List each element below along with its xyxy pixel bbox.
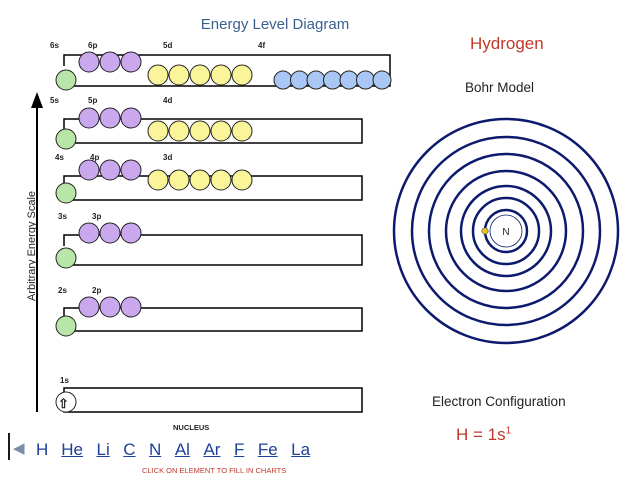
label-4d: 4d — [163, 96, 173, 105]
formula-exponent: 1 — [505, 425, 512, 437]
label-5p: 5p — [88, 96, 98, 105]
orbital-4f-1 — [273, 70, 293, 90]
bohr-model: N — [392, 117, 620, 345]
label-2p: 2p — [92, 286, 102, 295]
element-link-h[interactable]: H — [36, 440, 49, 459]
element-link-fe[interactable]: Fe — [257, 440, 278, 459]
orbital-6p-1 — [78, 51, 100, 73]
label-6p: 6p — [88, 41, 98, 50]
label-5d: 5d — [163, 41, 173, 50]
orbital-2p-3 — [120, 296, 142, 318]
orbital-5d-2 — [168, 64, 190, 86]
diagram-title: Energy Level Diagram — [200, 16, 350, 33]
bohr-shell-7 — [392, 117, 620, 345]
orbital-3p-1 — [78, 222, 100, 244]
orbital-3d-2 — [168, 169, 190, 191]
orbital-2p-1 — [78, 296, 100, 318]
label-4f: 4f — [258, 41, 266, 50]
orbital-4f-5 — [339, 70, 359, 90]
level-1-bracket — [63, 387, 363, 413]
orbital-6p-2 — [99, 51, 121, 73]
label-3p: 3p — [92, 212, 102, 221]
electron-up-arrow-icon: ⇧ — [58, 396, 69, 411]
bohr-nucleus-label: N — [502, 227, 509, 238]
orbital-5d-1 — [147, 64, 169, 86]
orbital-4p-1 — [78, 159, 100, 181]
element-link-li[interactable]: Li — [96, 440, 110, 459]
orbital-4f-6 — [356, 70, 375, 90]
bohr-shell-6 — [410, 135, 602, 327]
bohr-shell-4 — [444, 169, 568, 293]
bohr-shell-2 — [471, 196, 541, 266]
orbital-5p-2 — [99, 107, 121, 129]
label-1s: 1s — [60, 376, 69, 385]
orbital-6s-1 — [55, 69, 77, 91]
bohr-model-title: Bohr Model — [465, 80, 535, 95]
orbital-4d-3 — [189, 120, 211, 142]
orbital-4d-1 — [147, 120, 169, 142]
orbital-4p-3 — [120, 159, 142, 181]
nav-bar-icon[interactable] — [8, 433, 10, 460]
orbital-4s-1 — [55, 182, 77, 204]
label-5s: 5s — [50, 96, 59, 105]
electron-config-title: Electron Configuration — [432, 394, 566, 409]
orbital-5s-1 — [55, 128, 77, 150]
label-4p: 4p — [90, 153, 100, 162]
bohr-shell-5 — [427, 152, 585, 310]
orbital-group — [55, 51, 392, 413]
previous-arrow-icon[interactable]: ◀ — [13, 440, 25, 457]
orbital-3p-3 — [120, 222, 142, 244]
orbital-4f-7 — [372, 70, 392, 90]
element-link-al[interactable]: Al — [174, 440, 190, 459]
element-link-f[interactable]: F — [233, 440, 245, 459]
orbital-3p-2 — [99, 222, 121, 244]
orbital-3d-4 — [210, 169, 232, 191]
orbital-4f-2 — [290, 70, 309, 90]
bohr-nucleus — [489, 214, 523, 248]
element-link-ar[interactable]: Ar — [203, 440, 221, 459]
orbital-5p-1 — [78, 107, 100, 129]
orbital-3s-1 — [55, 247, 77, 269]
orbital-4f-3 — [306, 70, 326, 90]
orbital-3d-5 — [231, 169, 253, 191]
orbital-2s-1 — [55, 315, 77, 337]
energy-axis-arrowhead — [31, 92, 43, 108]
bohr-electron — [481, 227, 489, 235]
element-link-n[interactable]: N — [149, 440, 162, 459]
orbital-4p-2 — [99, 159, 121, 181]
element-link-c[interactable]: C — [123, 440, 136, 459]
orbital-5d-3 — [189, 64, 211, 86]
orbital-5d-5 — [231, 64, 253, 86]
orbital-4d-2 — [168, 120, 190, 142]
label-3d: 3d — [163, 153, 173, 162]
label-3s: 3s — [58, 212, 67, 221]
element-link-la[interactable]: La — [291, 440, 311, 459]
click-hint: CLICK ON ELEMENT TO FILL IN CHARTS — [142, 466, 287, 475]
label-4s: 4s — [55, 153, 64, 162]
element-link-he[interactable]: He — [61, 440, 84, 459]
orbital-3d-1 — [147, 169, 169, 191]
orbital-1s-1 — [55, 391, 77, 413]
orbital-4d-4 — [210, 120, 232, 142]
orbital-4d-5 — [231, 120, 253, 142]
formula-base: H = 1s — [456, 425, 506, 444]
nucleus-label: NUCLEUS — [173, 423, 210, 432]
orbital-6p-3 — [120, 51, 142, 73]
element-selector: H He Li C N Al Ar F Fe La — [36, 440, 324, 460]
orbital-4f-4 — [323, 70, 342, 90]
label-2s: 2s — [58, 286, 67, 295]
orbital-3d-3 — [189, 169, 211, 191]
bohr-shell-3 — [459, 184, 553, 278]
element-name: Hydrogen — [470, 34, 544, 53]
orbital-5d-4 — [210, 64, 232, 86]
orbital-2p-2 — [99, 296, 121, 318]
label-6s: 6s — [50, 41, 59, 50]
electron-config-formula: H = 1s1 — [456, 425, 511, 445]
orbital-5p-3 — [120, 107, 142, 129]
